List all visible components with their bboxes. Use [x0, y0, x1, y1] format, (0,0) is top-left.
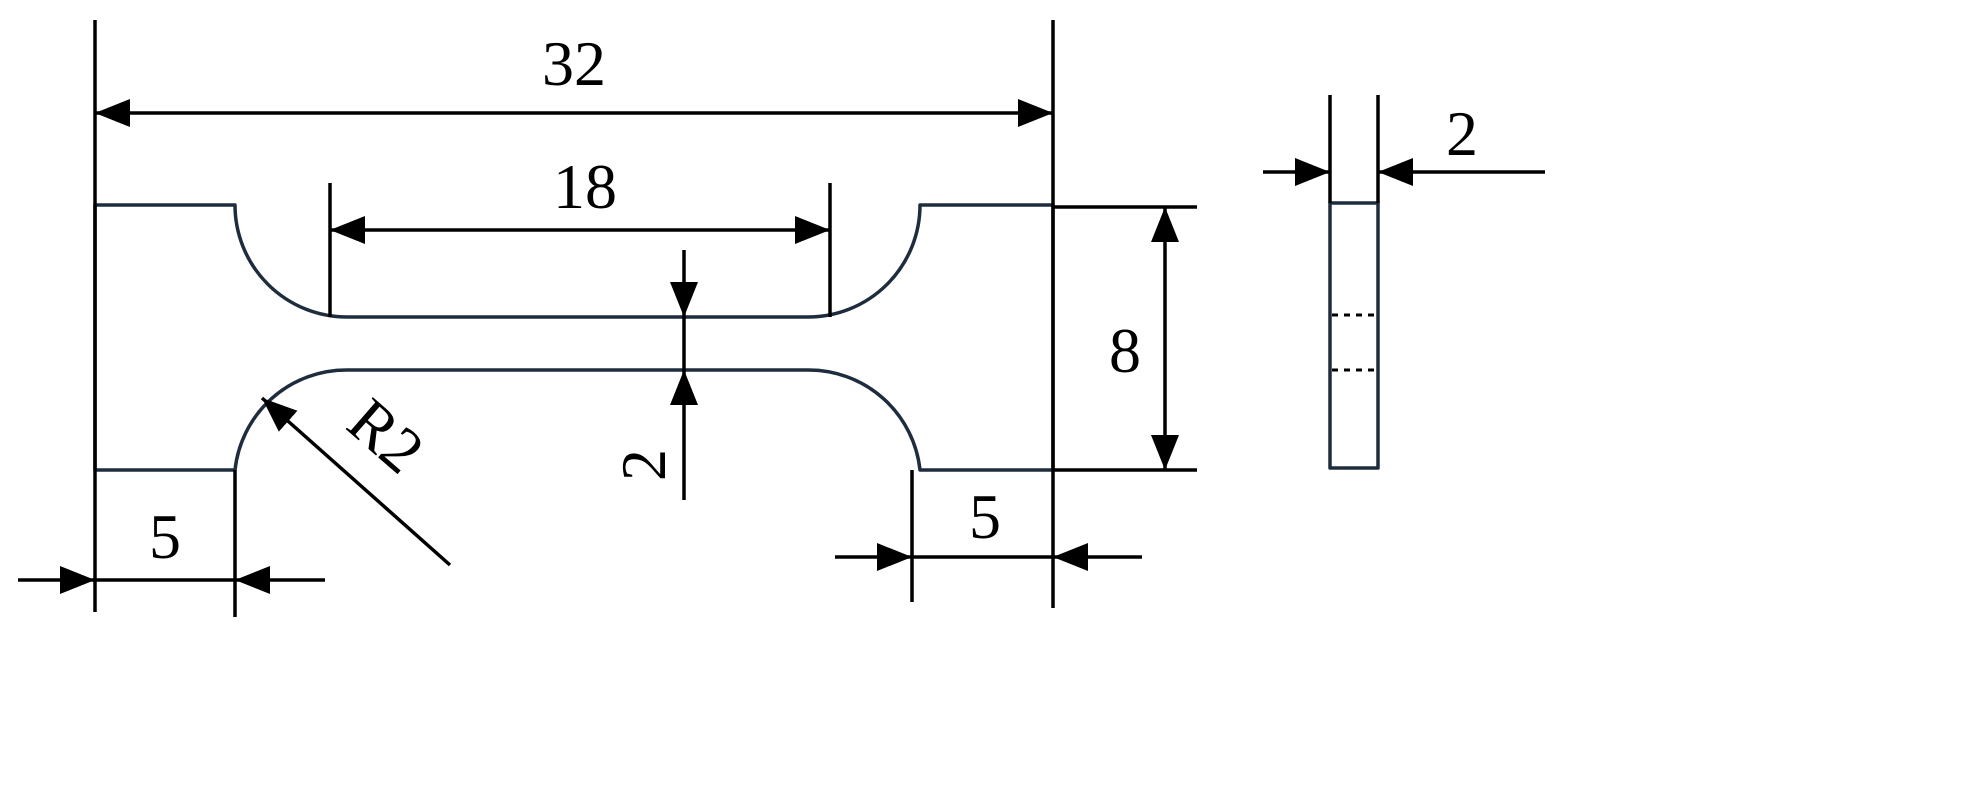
label-overall-length: 32	[542, 28, 606, 99]
label-grip-width: 8	[1109, 315, 1141, 386]
label-grip-length-left: 5	[149, 501, 181, 572]
label-gauge-width: 2	[608, 449, 679, 481]
label-thickness: 2	[1446, 98, 1478, 169]
label-grip-length-right: 5	[969, 481, 1001, 552]
specimen-outline	[93, 203, 1055, 472]
dim-fillet-radius	[260, 396, 452, 567]
label-fillet-radius: R2	[335, 384, 438, 487]
side-view-outline	[1328, 201, 1380, 470]
label-gauge-length: 18	[553, 151, 617, 222]
